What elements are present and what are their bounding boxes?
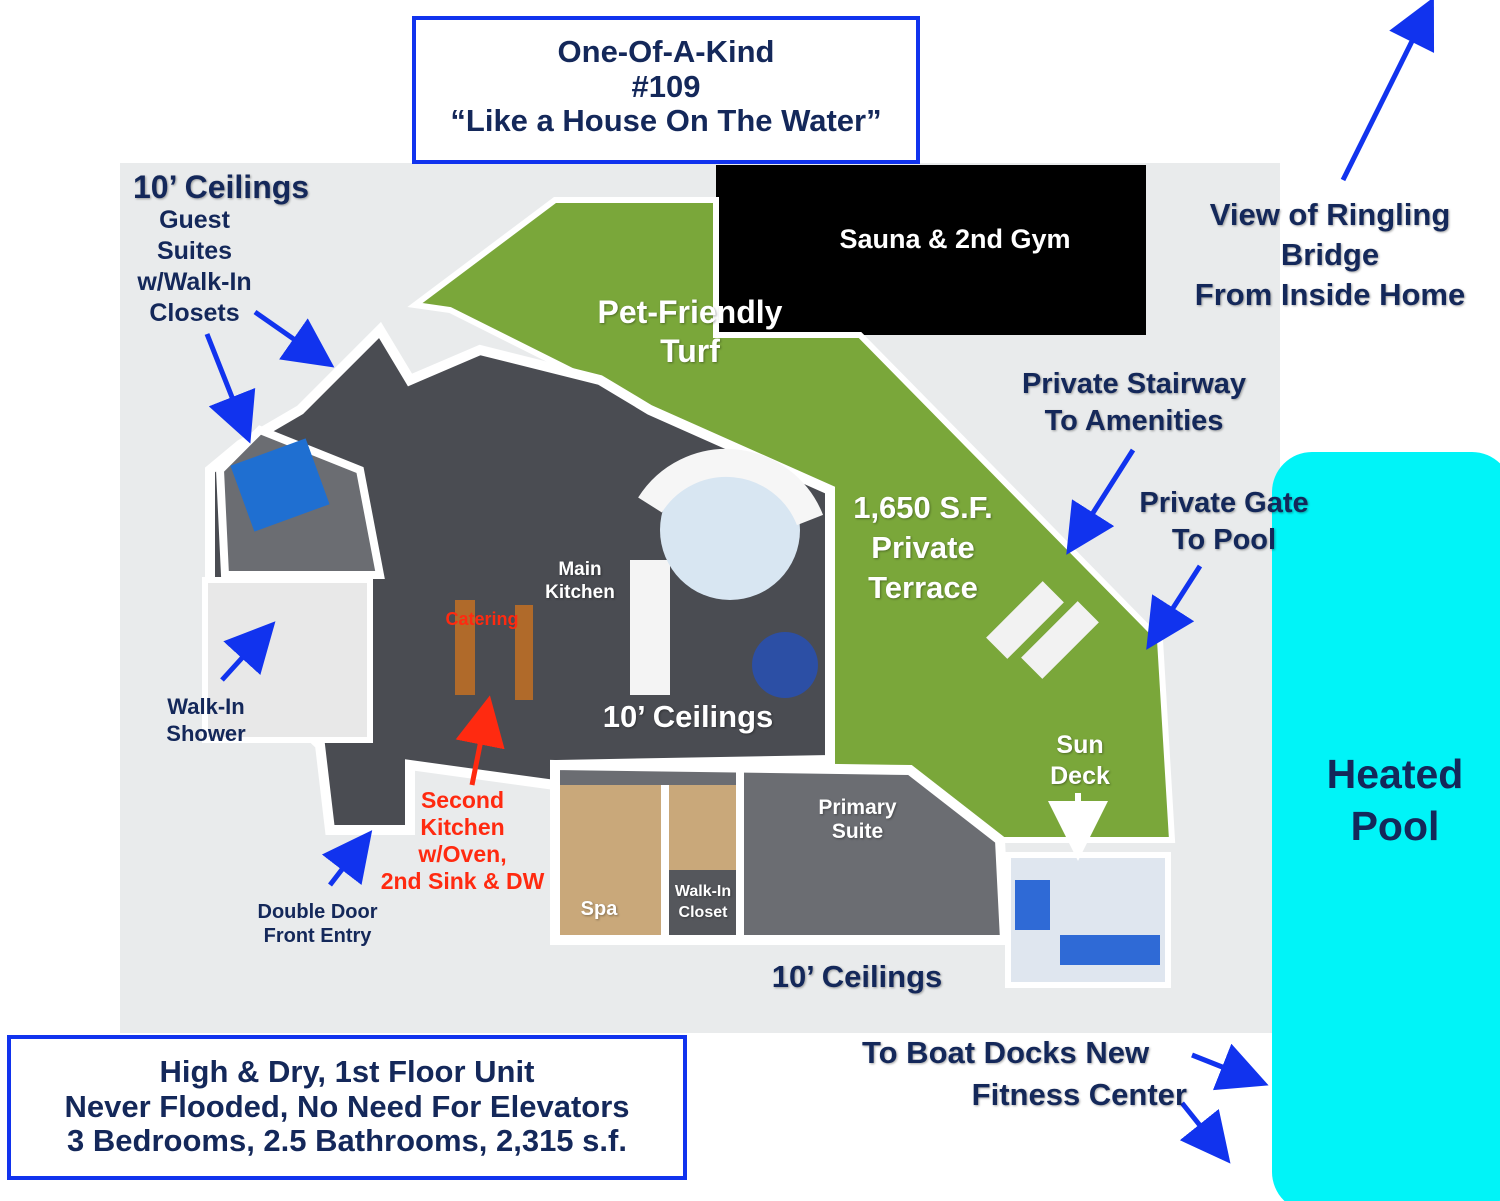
ceilings-center-label: 10’ Ceilings: [602, 699, 774, 734]
arrow-guest-1: [253, 309, 335, 368]
catering-label: Catering: [445, 609, 519, 629]
gate-label: Private Gate To Pool: [1139, 487, 1309, 556]
bath-area: [202, 577, 373, 743]
title-line-3: “Like a House On The Water”: [450, 103, 882, 139]
title-line-1: One-Of-A-Kind: [557, 34, 775, 69]
guest-suites-label: Guest Suites w/Walk-In Closets: [137, 206, 252, 327]
pet-turf-label: Pet-Friendly Turf: [597, 294, 783, 369]
arrow-guest-2: [204, 333, 256, 444]
arrow-gate: [1146, 564, 1203, 650]
arrow-docks-2: [1179, 1101, 1231, 1164]
arrow-stairway: [1066, 448, 1136, 555]
catering-counter: [455, 600, 475, 695]
walk-in-shower-label: Walk-In Shower: [166, 694, 246, 746]
heated-pool-label: Heated Pool: [1326, 751, 1464, 849]
heated-pool-area: [1272, 452, 1500, 1201]
sauna-gym-block: [716, 165, 1146, 335]
sun-deck-label: Sun Deck: [1050, 731, 1110, 790]
stairway-label: Private Stairway To Amenities: [1021, 368, 1247, 437]
living-sofa: [638, 448, 824, 526]
ceilings-bottom-label: 10’ Ceilings: [771, 959, 943, 994]
living-rug: [660, 460, 800, 600]
walk-in-closet-label: Walk-In Closet: [674, 883, 732, 921]
arrow-docks-1: [1191, 1043, 1269, 1091]
info-line-2: Never Flooded, No Need For Elevators: [64, 1088, 630, 1124]
front-entry-label: Double Door Front Entry: [257, 901, 378, 947]
arrow-second-kitchen: [455, 695, 505, 786]
ceilings-top-label: 10’ Ceilings: [133, 169, 310, 205]
closet-floor: [665, 870, 740, 935]
terrace-label: 1,650 S.F. Private Terrace: [853, 490, 993, 605]
primary-suite-label: Primary Suite: [818, 796, 897, 843]
kitchen-island: [630, 560, 670, 695]
info-box: High & Dry, 1st Floor Unit Never Flooded…: [7, 1035, 687, 1180]
ringling-view-label: View of Ringling Bridge From Inside Home: [1194, 197, 1466, 312]
sauna-gym-label: Sauna & 2nd Gym: [839, 224, 1071, 254]
main-kitchen-label: Main Kitchen: [545, 559, 615, 603]
arrow-ringling: [1340, 0, 1435, 182]
title-box: One-Of-A-Kind #109 “Like a House On The …: [412, 16, 920, 164]
info-line-3: 3 Bedrooms, 2.5 Bathrooms, 2,315 s.f.: [67, 1123, 627, 1159]
arrow-shower: [220, 621, 276, 682]
second-kitchen-label: Second Kitchen w/Oven, 2nd Sink & DW: [380, 787, 545, 894]
guest-bed: [230, 438, 330, 532]
blue-rug: [752, 632, 818, 698]
arrow-entry: [321, 830, 373, 887]
title-line-2: #109: [631, 68, 701, 104]
boat-docks-label: To Boat Docks New Fitness Center: [862, 1035, 1187, 1112]
catering-counter-2: [515, 605, 533, 700]
spa-label: Spa: [580, 898, 618, 920]
info-line-1: High & Dry, 1st Floor Unit: [159, 1054, 535, 1089]
